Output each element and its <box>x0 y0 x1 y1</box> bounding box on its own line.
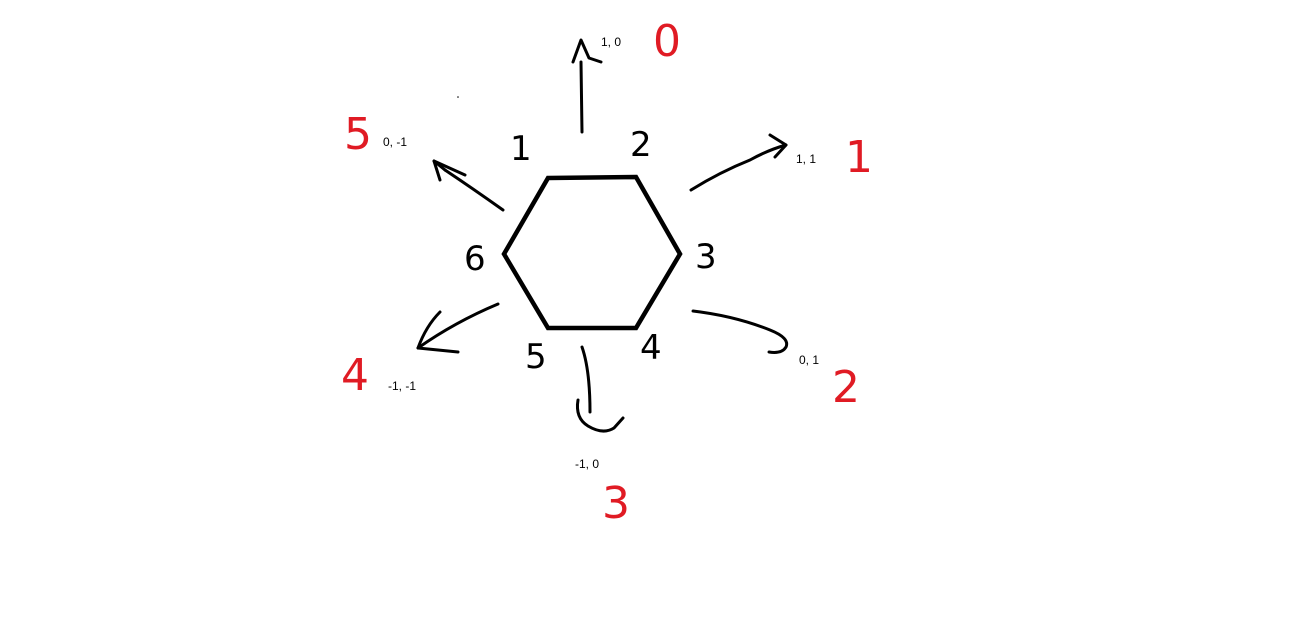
direction-offset-5: 0, -1 <box>383 135 408 149</box>
vertex-label-2: 2 <box>630 125 652 165</box>
direction-index-3: 3 <box>602 478 630 529</box>
vertex-label-5: 5 <box>525 337 547 377</box>
vertex-label-3: 3 <box>695 237 717 277</box>
vertex-label-6: 6 <box>464 239 486 279</box>
direction-index-5: 5 <box>344 109 372 160</box>
hexagon <box>501 174 683 331</box>
arrow-direction-2 <box>691 309 789 354</box>
direction-index-0: 0 <box>653 16 681 67</box>
direction-offset-0: 1, 0 <box>601 35 622 49</box>
vertex-label-4: 4 <box>640 328 662 368</box>
direction-offset-4: -1, -1 <box>388 379 417 393</box>
direction-offset-3: -1, 0 <box>575 457 600 471</box>
direction-offset-2: 0, 1 <box>799 353 820 367</box>
vertex-label-1: 1 <box>510 129 532 169</box>
arrow-direction-5 <box>432 159 505 212</box>
direction-index-2: 2 <box>832 362 860 413</box>
arrow-direction-4 <box>416 302 500 354</box>
stray-dot <box>457 96 459 98</box>
direction-offset-1: 1, 1 <box>796 152 817 166</box>
arrow-direction-0 <box>571 38 603 134</box>
direction-index-4: 4 <box>341 350 369 401</box>
arrow-direction-1 <box>689 133 788 192</box>
direction-index-1: 1 <box>845 132 873 183</box>
arrow-direction-3 <box>576 345 625 433</box>
